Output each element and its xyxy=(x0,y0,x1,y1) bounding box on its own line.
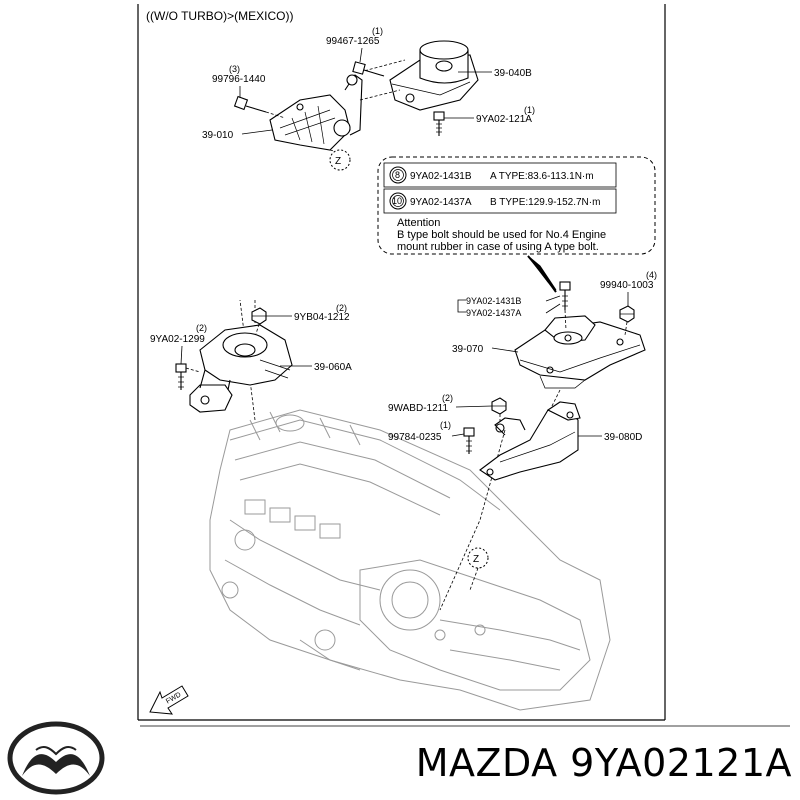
leader-39-010 xyxy=(241,129,273,135)
bracket-bolt-codes xyxy=(457,299,466,313)
leader-nut-39060a xyxy=(255,323,260,335)
label-39-040b: 39-040B xyxy=(494,68,532,79)
label-39-060a: 39-060A xyxy=(314,362,352,373)
nut-9wabd-1211 xyxy=(491,397,507,415)
leader-9ya02-1437a xyxy=(545,303,561,314)
torque-row2-spec: B TYPE:129.9-152.7N·m xyxy=(490,197,600,208)
bolt-99467-1265 xyxy=(352,61,385,77)
mount-39-060a-drawing xyxy=(189,324,293,413)
qty-9wabd-1211: (2) xyxy=(442,393,453,403)
torque-row1-spec: A TYPE:83.6-113.1N·m xyxy=(490,171,594,182)
label-9wabd-1211: 9WABD-1211 xyxy=(388,403,448,414)
bolt-99796-1440 xyxy=(233,95,267,113)
mazda-logo-icon xyxy=(7,721,105,795)
qty-9ya02-121a: (1) xyxy=(524,105,535,115)
leader-bolt-39060a xyxy=(185,367,201,373)
qty-99940-1003: (4) xyxy=(646,270,657,280)
label-99467-1265: 99467-1265 xyxy=(326,36,380,47)
attention-line-1: B type bolt should be used for No.4 Engi… xyxy=(397,229,606,241)
attention-title: Attention xyxy=(397,217,440,229)
bolt-99784-0235 xyxy=(463,427,475,454)
qty-99796-1440: (3) xyxy=(229,64,240,74)
leader-39010-39040b xyxy=(359,89,401,101)
mount-39-040b-drawing xyxy=(389,40,479,111)
leader-99784-0235 xyxy=(451,433,465,437)
leader-9ya02-1299-label xyxy=(180,345,183,365)
attention-line-2: mount rubber in case of using A type bol… xyxy=(397,241,599,253)
bolt-9ya02-1431b xyxy=(559,281,571,310)
leader-nut-39070 xyxy=(624,321,628,336)
leader-bolt-39070 xyxy=(564,309,567,331)
bolt-9ya02-1299 xyxy=(175,363,187,390)
label-39-070: 39-070 xyxy=(452,344,484,355)
label-9ya02-1431b: 9YA02-1431B xyxy=(466,296,521,306)
leader-zone-bottom xyxy=(469,567,479,591)
label-9ya02-1299: 9YA02-1299 xyxy=(150,334,205,345)
qty-9yb04-1212: (2) xyxy=(336,303,347,313)
zone-marker-top: Z xyxy=(329,149,351,171)
leader-99467-label xyxy=(359,47,363,63)
label-39-080d: 39-080D xyxy=(604,432,642,443)
bracket-39-010-drawing xyxy=(269,74,363,151)
label-9yb04-1212: 9YB04-1212 xyxy=(294,312,350,323)
callout-pointer-line xyxy=(527,255,557,293)
mount-39-070-drawing xyxy=(514,315,646,389)
label-99784-0235: 99784-0235 xyxy=(388,432,442,443)
qty-9ya02-1299: (2) xyxy=(196,323,207,333)
label-99796-1440: 99796-1440 xyxy=(212,74,266,85)
leader-99796-bracket xyxy=(265,111,286,119)
label-9ya02-1437a: 9YA02-1437A xyxy=(466,308,521,318)
label-99940-1003: 99940-1003 xyxy=(600,280,654,291)
leader-9wabd-1211 xyxy=(455,405,493,408)
torque-circle-10: 10 xyxy=(392,196,402,206)
fwd-arrow-icon: FWD xyxy=(149,685,189,715)
torque-row2-code: 9YA02-1437A xyxy=(410,197,472,208)
svg-text:Z: Z xyxy=(473,554,479,565)
bracket-39-080d-drawing xyxy=(479,401,581,481)
leader-9ya02-1431b xyxy=(545,295,561,302)
svg-text:Z: Z xyxy=(335,156,341,167)
qty-99467-1265: (1) xyxy=(372,26,383,36)
bolt-9ya02-121a xyxy=(433,111,445,136)
zone-marker-bottom: Z xyxy=(467,547,489,569)
leader-39-070 xyxy=(491,347,519,353)
torque-spec-box: 8 10 9YA02-1431B A TYPE:83.6-113.1N·m 9Y… xyxy=(377,156,656,255)
torque-row1-code: 9YA02-1431B xyxy=(410,171,472,182)
torque-circle-8: 8 xyxy=(395,170,400,180)
label-9ya02-121a: 9YA02-121A xyxy=(476,114,532,125)
diagram-header: ((W/O TURBO)>(MEXICO)) xyxy=(146,9,293,23)
qty-99784-0235: (1) xyxy=(440,420,451,430)
leader-99467-1265 xyxy=(359,59,406,73)
nut-99940-1003 xyxy=(619,305,635,323)
label-39-010: 39-010 xyxy=(202,130,234,141)
engine-assembly-drawing xyxy=(209,409,611,711)
nut-9yb04-1212 xyxy=(251,307,267,325)
part-number-title: MAZDA 9YA02121A xyxy=(415,741,792,785)
